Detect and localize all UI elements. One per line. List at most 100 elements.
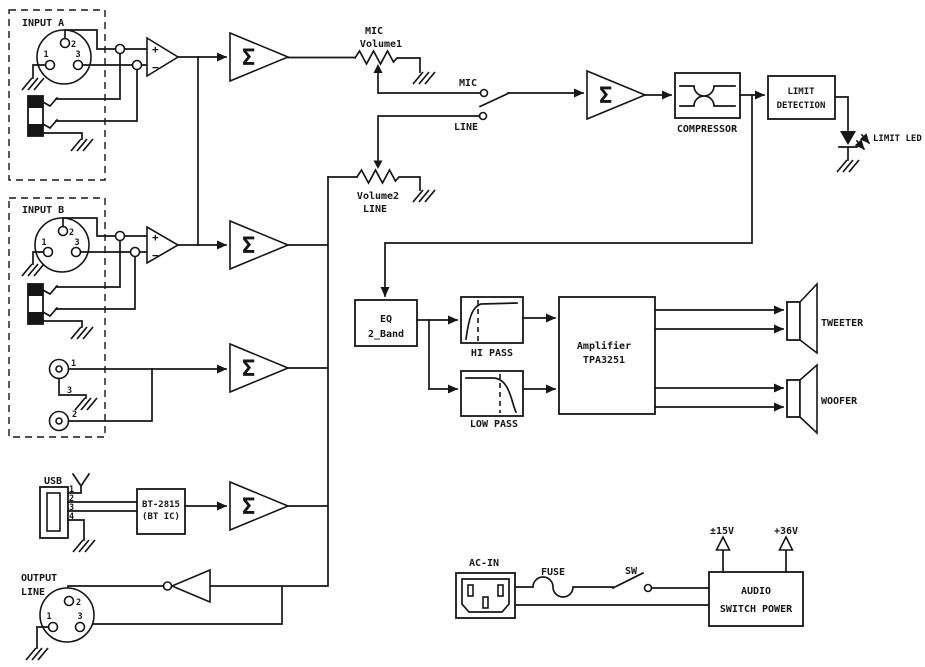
usb-pin2-label: 2 — [69, 494, 74, 504]
ground-rca — [74, 397, 98, 411]
input-a-title: INPUT A — [22, 18, 64, 29]
xlr-b-pin1 — [42, 246, 54, 258]
mic-line-select-section: MIC Volume1 MIC LINE Volume2 LINE — [287, 26, 584, 215]
ac-inlet — [455, 572, 516, 619]
bt-label-1: BT-2815 — [142, 500, 180, 510]
ac-inlet-blade-l — [467, 584, 474, 597]
trs-jack-b-contacts — [41, 284, 59, 318]
xlr-out-pin3-label: 3 — [77, 612, 82, 622]
usb-connector-inner — [46, 492, 61, 532]
summing-amp-4 — [229, 480, 291, 532]
summing-amp-4-sigma: Σ — [242, 495, 255, 520]
input-a-section: INPUT A 2 1 3 + − Σ — [8, 9, 291, 246]
rca-pin2-label: 2 — [72, 410, 77, 420]
ground-mic-volume — [412, 71, 436, 85]
xlr-out-pin2 — [63, 595, 75, 607]
xlr-a-pin1 — [44, 59, 56, 71]
input-a-junction-circle-cold — [131, 59, 143, 71]
power-switch-contact — [643, 583, 653, 593]
xlr-b-pin2-label: 2 — [69, 228, 74, 238]
xlr-a-pin2-label: 2 — [71, 40, 76, 50]
trs-jack-a-tip-seg — [28, 96, 43, 108]
power-switch-arm[interactable] — [611, 571, 645, 590]
eq-to-lowpass-wire — [428, 319, 458, 394]
hipass-label: HI PASS — [471, 348, 513, 359]
xlr-b-pin1-label: 1 — [41, 238, 46, 248]
summing-amp-2-sigma: Σ — [242, 234, 255, 259]
input-b-junction-circle-cold — [129, 246, 141, 258]
output-label-2: LINE — [21, 587, 45, 598]
xlr-out-pin1-label: 1 — [46, 612, 51, 622]
line-contact-circle — [478, 111, 488, 121]
line-volume-pot — [327, 168, 421, 191]
selector-mic-label: MIC — [459, 78, 477, 89]
rail-a-arrow — [715, 535, 731, 551]
compressor-symbol — [679, 85, 736, 107]
psu-label-2: SWITCH POWER — [720, 604, 793, 615]
hipass-box — [460, 296, 524, 344]
power-wires — [514, 587, 710, 606]
rail-a-label: ±15V — [710, 526, 734, 537]
preamp-b-minus: − — [152, 249, 159, 262]
xlr-a-body — [36, 29, 92, 85]
input-b-wires — [32, 217, 148, 328]
input-b-title: INPUT B — [22, 205, 64, 216]
summing-amp-2 — [229, 219, 291, 271]
mic-volume-pot — [287, 49, 421, 73]
xlr-a-pin2 — [59, 37, 71, 49]
ground-a-pin1 — [21, 77, 45, 91]
limit-led-label: LIMIT LED — [873, 134, 922, 144]
input-b-dashed-box — [8, 197, 106, 438]
compressor-limiter-section: Σ COMPRESSOR LIMIT DETECTION LIMIT LED — [380, 69, 922, 297]
compressor-to-eq-wire — [380, 94, 753, 297]
output-inverter-triangle — [169, 568, 211, 604]
woofer-cone — [799, 363, 818, 435]
line-volume-label-1: Volume2 — [357, 191, 399, 202]
ground-a-trs — [70, 138, 94, 152]
output-ground-wire — [36, 626, 50, 649]
xlr-out-pin2-label: 2 — [76, 598, 81, 608]
xlr-b-body — [34, 217, 90, 273]
ground-led — [836, 159, 860, 173]
mic-contact-circle — [479, 88, 489, 98]
limit-label-2: DETECTION — [777, 101, 826, 111]
line-volume-wiper-arrow — [373, 160, 383, 169]
selector-switch-arm[interactable] — [478, 92, 510, 108]
tweeter-driver — [786, 301, 801, 341]
trs-jack-b-tip-seg — [28, 284, 43, 296]
ground-b-trs — [70, 326, 94, 340]
trs-jack-b-sleeve-seg — [28, 312, 43, 324]
lowpass-curve — [465, 377, 518, 414]
input-a-junction-circle-hot — [114, 43, 126, 55]
usb-bt-section: USB 1 2 3 4 BT-2815 (BT IC) Σ — [39, 472, 291, 553]
preamp-b-triangle — [146, 225, 180, 265]
bt-label-2: (BT IC) — [142, 512, 180, 522]
mic-volume-wiper-arrow — [373, 64, 383, 73]
amp-label-1: Amplifier — [577, 340, 631, 352]
led-emission-arrow-2 — [859, 133, 871, 145]
output-label-1: OUTPUT — [21, 573, 57, 584]
ground-usb — [72, 539, 96, 553]
rail-b-arrow — [778, 535, 794, 551]
preamp-a-plus: + — [152, 43, 159, 56]
output-inverter-bubble — [162, 581, 173, 591]
rca-jack-2-pin — [55, 417, 63, 425]
rca-section: 1 3 2 Σ — [48, 342, 291, 432]
ac-inlet-inner — [461, 578, 510, 613]
lowpass-label: LOW PASS — [470, 419, 518, 430]
limit-led-diode — [840, 131, 856, 145]
trs-jack-a-sleeve-seg — [28, 124, 43, 136]
usb-title: USB — [44, 476, 62, 487]
rca-pin3-label: 3 — [67, 386, 72, 396]
tweeter-label: TWEETER — [821, 318, 864, 329]
eq-filter-amp-section: EQ 2_Band HI PASS LOW PASS Amplifier TPA… — [354, 296, 656, 430]
input-a-wires — [32, 29, 148, 140]
rca-pin1-label: 1 — [71, 359, 76, 369]
input-b-junction-circle-hot — [114, 230, 126, 242]
line-contact-wire — [377, 115, 481, 161]
ac-inlet-blade-e — [482, 596, 489, 609]
ground-line-volume — [412, 189, 436, 203]
line-volume-label-2: LINE — [363, 204, 387, 215]
